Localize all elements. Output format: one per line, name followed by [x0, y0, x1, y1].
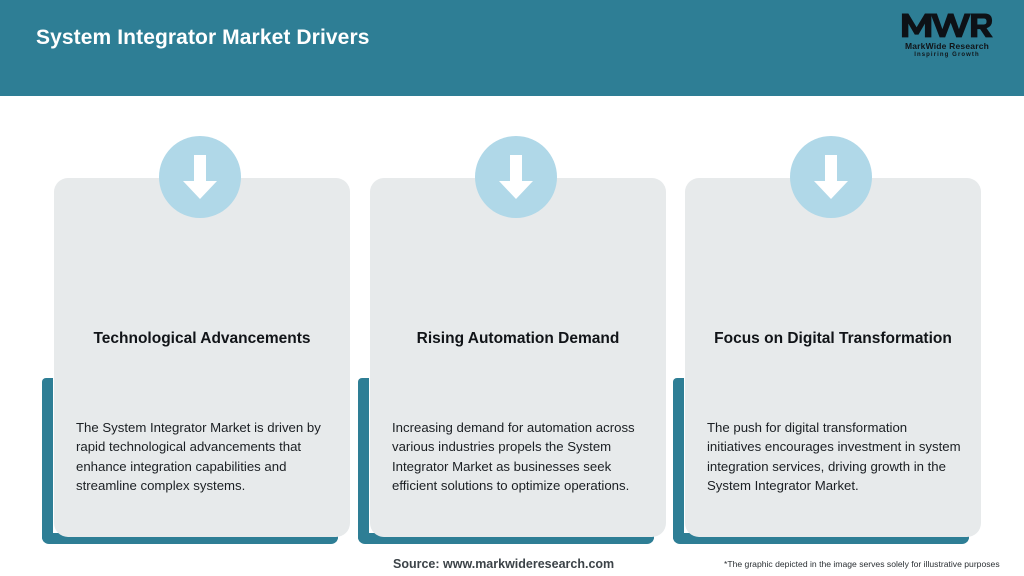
card-title: Rising Automation Demand [416, 330, 620, 347]
arrow-down-icon [475, 136, 557, 218]
driver-card-2: Rising Automation Demand Increasing dema… [358, 96, 674, 556]
arrow-down-glyph [499, 155, 533, 199]
brand-logo: MarkWide Research Inspiring Growth [888, 10, 1006, 66]
driver-card-3: Focus on Digital Transformation The push… [673, 96, 989, 556]
card-body-text: Increasing demand for automation across … [392, 420, 635, 494]
arrow-down-glyph [814, 155, 848, 199]
card-panel: Technological Advancements The System In… [54, 178, 350, 537]
arrow-down-glyph [183, 155, 217, 199]
card-body-text: The System Integrator Market is driven b… [76, 420, 321, 494]
drivers-card-list: Technological Advancements The System In… [0, 96, 1024, 576]
driver-card-1: Technological Advancements The System In… [42, 96, 358, 556]
card-panel: Rising Automation Demand Increasing dema… [370, 178, 666, 537]
source-label: Source: www.markwideresearch.com [393, 557, 615, 571]
arrow-down-icon [790, 136, 872, 218]
logo-company-name: MarkWide Research [904, 41, 990, 51]
card-body-text: The push for digital transformation init… [707, 420, 961, 494]
logo-tagline: Inspiring Growth [914, 52, 980, 58]
card-title: Focus on Digital Transformation [714, 330, 952, 347]
card-title: Technological Advancements [93, 330, 311, 347]
page-header: System Integrator Market Drivers MarkWid… [0, 0, 1024, 96]
mwr-logo-icon [901, 13, 993, 38]
card-panel: Focus on Digital Transformation The push… [685, 178, 981, 537]
disclaimer-label: *The graphic depicted in the image serve… [724, 559, 1000, 569]
arrow-down-icon [159, 136, 241, 218]
page-title: System Integrator Market Drivers [36, 26, 370, 49]
